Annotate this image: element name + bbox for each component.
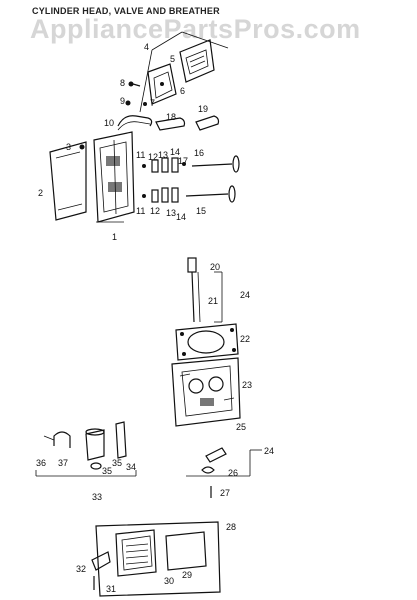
- callout-28: 28: [226, 522, 236, 532]
- head-screw-part: [79, 144, 85, 150]
- callout-9: 9: [120, 96, 125, 106]
- diagram-header: CYLINDER HEAD, VALVE AND BREATHER: [6, 0, 406, 16]
- callout-29: 29: [182, 570, 192, 580]
- leader-line: [139, 49, 153, 113]
- breather-hose-part: [117, 115, 153, 127]
- breather-plate-part: [147, 63, 177, 105]
- callout-24b: 24: [264, 446, 274, 456]
- callout-14b: 14: [176, 212, 186, 222]
- callout-21: 21: [208, 296, 218, 306]
- callout-22: 22: [240, 334, 250, 344]
- callout-30: 30: [164, 576, 174, 586]
- cylinder-head-assembly: [49, 131, 240, 223]
- callout-13a: 13: [158, 150, 168, 160]
- callout-7: 7: [150, 98, 155, 108]
- callout-8: 8: [120, 78, 125, 88]
- breather-cover-part: [179, 39, 215, 83]
- filter-housing-outline: [95, 521, 221, 597]
- callout-labels: 1 2 3 4 5 6 7 8 9 10 11 12 13 14 17 16 1…: [36, 42, 274, 594]
- air-filter-element-part: [115, 529, 157, 577]
- retainer-part: [205, 447, 227, 463]
- breather-plate-part-2: [115, 421, 127, 459]
- diagram-title: CYLINDER HEAD, VALVE AND BREATHER: [32, 6, 220, 16]
- head-gasket-part: [175, 323, 239, 361]
- callout-2: 2: [38, 188, 43, 198]
- breather-screws-part: [125, 81, 147, 106]
- cylinder-head-casting-part: [171, 357, 241, 427]
- air-filter-assembly: [91, 521, 221, 597]
- bracket-part: [91, 551, 111, 571]
- callout-11b: 11: [136, 206, 145, 216]
- callout-27: 27: [220, 488, 230, 498]
- callout-32: 32: [76, 564, 86, 574]
- callout-33: 33: [92, 492, 102, 502]
- clip-part: [53, 431, 71, 448]
- valve-cover-part: [49, 141, 87, 221]
- callout-31: 31: [106, 584, 116, 594]
- callout-37: 37: [58, 458, 68, 468]
- cylinder-assembly: [171, 257, 241, 427]
- breather-hose-part-edge: [117, 121, 151, 131]
- callout-20: 20: [210, 262, 220, 272]
- leader-line: [181, 31, 229, 49]
- washer-part: [201, 466, 215, 474]
- breather-filter-part: [85, 429, 105, 461]
- breather-tube-part-2: [195, 115, 220, 131]
- breather-parts-group: [35, 421, 137, 477]
- callout-36: 36: [36, 458, 46, 468]
- callout-18: 18: [166, 112, 176, 122]
- callout-13b: 13: [166, 208, 176, 218]
- callout-12b: 12: [150, 206, 160, 216]
- callout-4: 4: [144, 42, 149, 52]
- spark-plug-part: [187, 257, 197, 273]
- callout-25: 25: [236, 422, 246, 432]
- precleaner-part: [165, 531, 207, 571]
- breather-assembly: [117, 31, 229, 131]
- callout-34: 34: [126, 462, 136, 472]
- leader-line: [151, 31, 183, 51]
- callout-12a: 12: [148, 152, 158, 162]
- callout-17: 17: [178, 156, 188, 166]
- callout-26: 26: [228, 468, 238, 478]
- callout-1: 1: [112, 232, 117, 242]
- callout-3: 3: [66, 142, 71, 152]
- callout-19: 19: [198, 104, 208, 114]
- callout-16: 16: [194, 148, 204, 158]
- callout-15: 15: [196, 206, 206, 216]
- callout-5: 5: [170, 54, 175, 64]
- site-watermark: AppliancePartsPros.com: [30, 14, 361, 44]
- callout-11a: 11: [136, 150, 145, 160]
- fastener-group: [186, 447, 262, 498]
- lower-valve-train: [142, 185, 236, 203]
- callout-23: 23: [242, 380, 252, 390]
- cylinder-head-part: [93, 131, 135, 223]
- callout-35a: 35: [102, 466, 112, 476]
- callout-6: 6: [180, 86, 185, 96]
- callout-24a: 24: [240, 290, 250, 300]
- callout-10: 10: [104, 118, 114, 128]
- pushrod-part: [191, 271, 195, 323]
- upper-valve-train: [142, 155, 240, 173]
- callout-35b: 35: [112, 458, 122, 468]
- callout-14a: 14: [170, 147, 180, 157]
- breather-tube-part: [155, 117, 186, 131]
